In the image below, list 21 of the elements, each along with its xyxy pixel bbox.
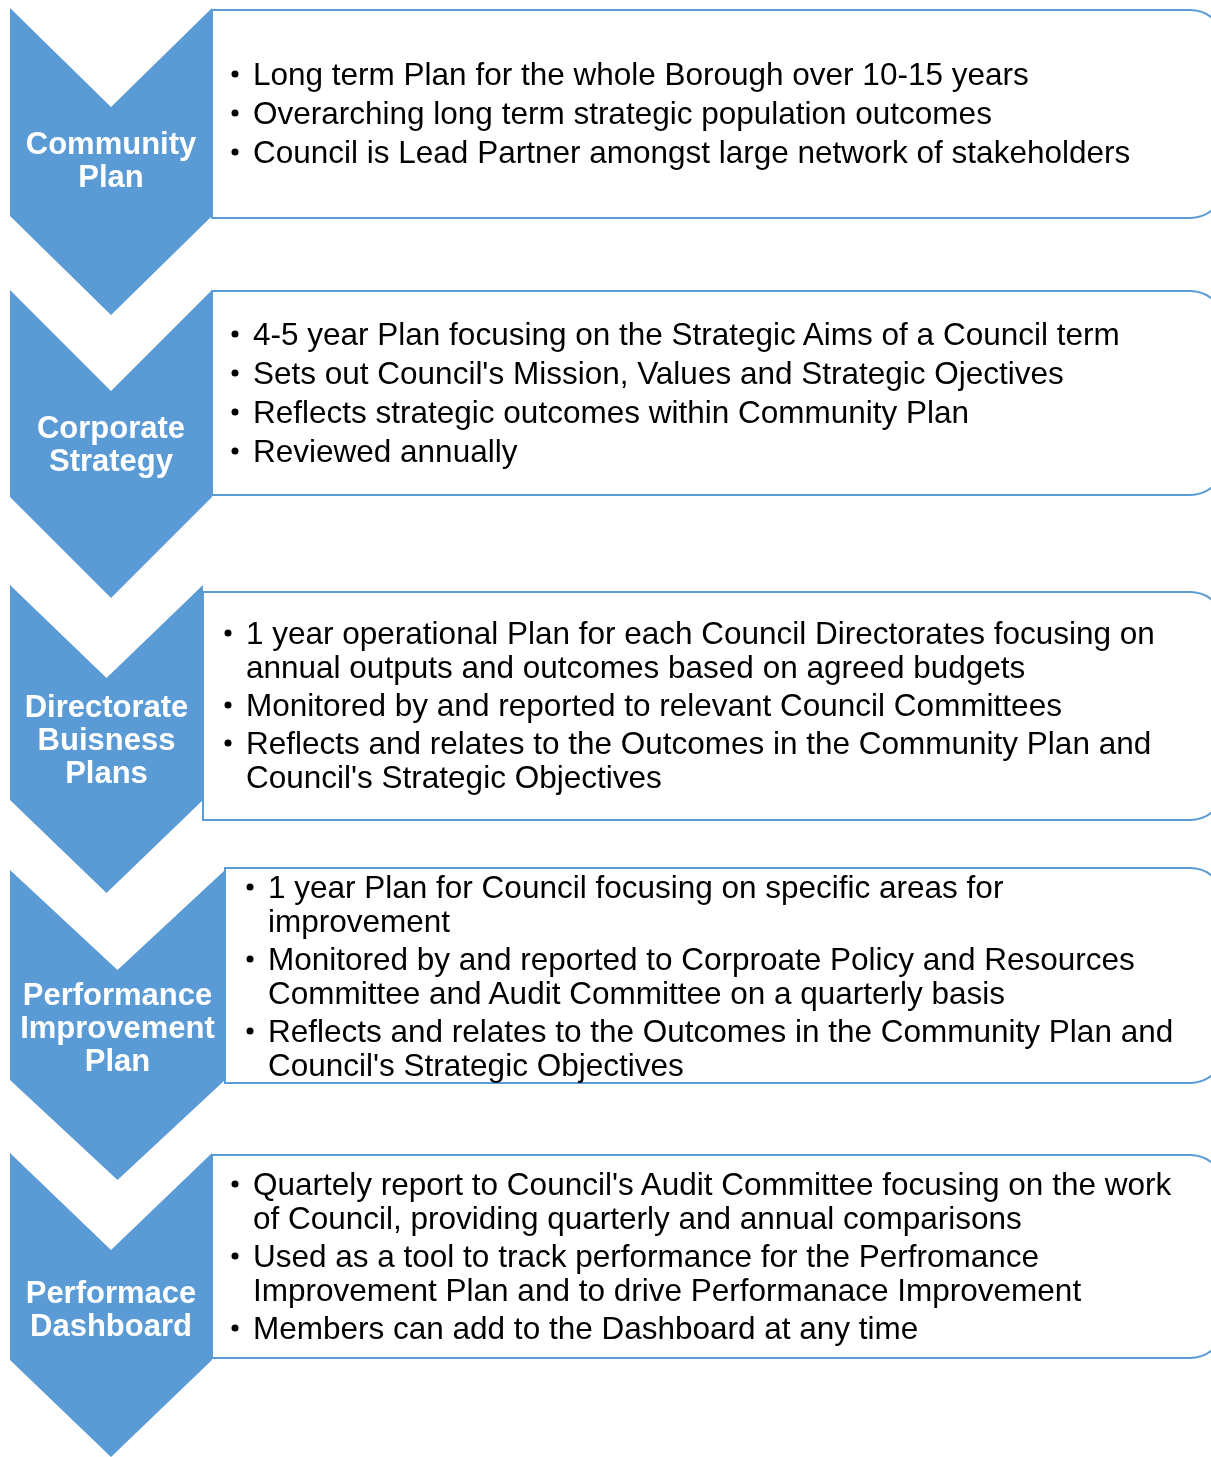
bullet-text: 4-5 year Plan focusing on the Strategic Aims of a Council term bbox=[253, 317, 1121, 351]
bullet-text: Used as a tool to track performance for the Perfromance Improvement Plan and to drive Performanace Improvement bbox=[253, 1239, 1083, 1307]
stage-title: Performace Dashboard bbox=[24, 1276, 198, 1342]
bullet-text: Long term Plan for the whole Borough over 10-15 years bbox=[253, 57, 1030, 91]
bullet-text: Overarching long term strategic population outcomes bbox=[253, 96, 993, 130]
bullet-text: Sets out Council's Mission, Values and Strategic Ojectives bbox=[253, 356, 1065, 390]
bullet-text: Quartely report to Council's Audit Committee focusing on the work of Council, providing quarterly and annual comparisons bbox=[253, 1167, 1173, 1235]
bullet-text: Reviewed annually bbox=[253, 434, 519, 468]
bullet-text: 1 year Plan for Council focusing on specific areas for improvement bbox=[268, 870, 1005, 938]
bullet-text: Council is Lead Partner amongst large network of stakeholders bbox=[253, 135, 1132, 169]
stage-title: Corporate Strategy bbox=[35, 411, 187, 477]
bullet-text: Reflects strategic outcomes within Community Plan bbox=[253, 395, 971, 429]
stage-title: Community Plan bbox=[24, 127, 198, 193]
stage-title: Performance Improvement Plan bbox=[19, 978, 216, 1077]
bullet-text: Reflects and relates to the Outcomes in the Community Plan and Council's Strategic Objectives bbox=[246, 726, 1153, 794]
bullet-text: Monitored by and reported to relevant Council Committees bbox=[246, 688, 1063, 722]
bullet-text: 1 year operational Plan for each Council Directorates focusing on annual outputs and outcomes based on agreed budgets bbox=[246, 616, 1156, 684]
bullet-text: Monitored by and reported to Corproate Policy and Resources Committee and Audit Committee on a quarterly basis bbox=[268, 942, 1136, 1010]
stage-title: Directorate Buisness Plans bbox=[23, 690, 190, 789]
bullet-text: Reflects and relates to the Outcomes in the Community Plan and Council's Strategic Objectives bbox=[268, 1014, 1175, 1082]
bullet-text: Members can add to the Dashboard at any time bbox=[253, 1311, 920, 1345]
